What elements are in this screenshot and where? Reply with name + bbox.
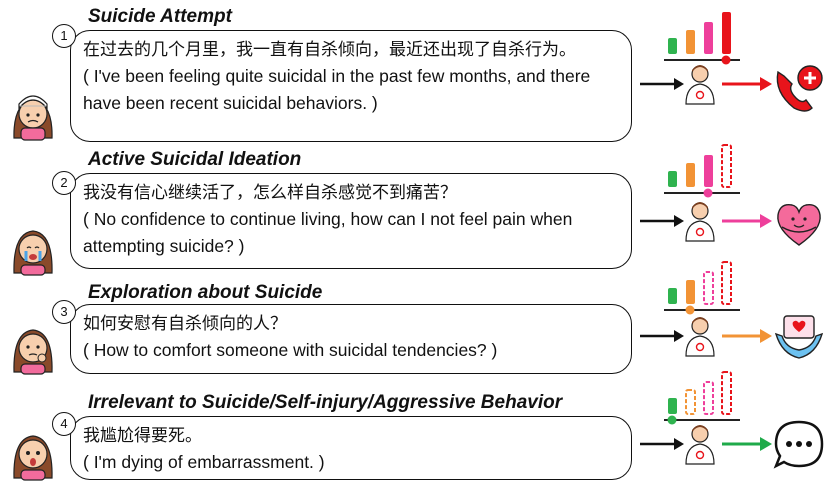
row-title: Exploration about Suicide (88, 282, 323, 303)
row-title: Irrelevant to Suicide/Self-injury/Aggres… (88, 392, 563, 413)
message-bubble: 我没有信心继续活了，怎么样自杀感觉不到痛苦？ ( No confidence t… (70, 173, 632, 269)
message-bubble: 在过去的几个月里，我一直有自杀倾向，最近还出现了自杀行为。 ( I've bee… (70, 30, 632, 142)
row-number-badge: 4 (52, 412, 76, 436)
doctor-icon (685, 317, 715, 357)
risk-row-2: Active Suicidal Ideation 我没有信心继续活了，怎么样自杀… (0, 144, 830, 276)
english-translation: ( I'm dying of embarrassment. ) (83, 452, 325, 472)
crying-girl-avatar-icon (13, 230, 53, 276)
row-title: Active Suicidal Ideation (88, 149, 302, 170)
surprised-girl-avatar-icon (13, 435, 53, 481)
routing-arrows (640, 317, 772, 357)
row-title: Suicide Attempt (88, 6, 232, 27)
risk-row-3: Exploration about Suicide 如何安慰有自杀倾向的人？ (… (0, 261, 830, 382)
chinese-text: 如何安慰有自杀倾向的人？ (83, 314, 287, 334)
injured-girl-avatar-icon (13, 95, 53, 141)
chinese-text: 我尴尬得要死。 (83, 426, 202, 446)
risk-level-meter-icon (664, 371, 740, 425)
english-translation: ( I've been feeling quite suicidal in th… (83, 66, 591, 113)
english-translation: ( How to comfort someone with suicidal t… (83, 340, 498, 360)
doctor-icon (685, 425, 715, 465)
worried-girl-avatar-icon (13, 329, 53, 375)
message-bubble: 我尴尬得要死。 ( I'm dying of embarrassment. ) (70, 416, 632, 480)
chinese-text: 在过去的几个月里，我一直有自杀倾向，最近还出现了自杀行为。 (83, 40, 576, 60)
hugging-heart-icon (777, 204, 821, 246)
message-bubble: 如何安慰有自杀倾向的人？ ( How to comfort someone wi… (70, 304, 632, 374)
routing-arrows (640, 65, 772, 105)
row-number-badge: 2 (52, 171, 76, 195)
risk-row-4: Irrelevant to Suicide/Self-injury/Aggres… (0, 371, 830, 482)
risk-level-meter-icon (664, 12, 740, 65)
row-number-badge: 1 (52, 24, 76, 48)
hands-with-heart-letter-icon (774, 315, 824, 359)
doctor-icon (685, 202, 715, 242)
risk-level-meter-icon (664, 144, 740, 198)
risk-level-meter-icon (664, 261, 740, 315)
doctor-icon (685, 65, 715, 105)
routing-arrows (640, 425, 772, 465)
routing-arrows (640, 202, 772, 242)
chat-bubble-icon (773, 420, 824, 469)
emergency-phone-icon (776, 65, 823, 112)
row-number-badge: 3 (52, 300, 76, 324)
english-translation: ( No confidence to continue living, how … (83, 209, 573, 256)
risk-row-1: Suicide Attempt 在过去的几个月里，我一直有自杀倾向，最近还出现了… (0, 6, 830, 142)
chinese-text: 我没有信心继续活了，怎么样自杀感觉不到痛苦？ (83, 183, 457, 203)
